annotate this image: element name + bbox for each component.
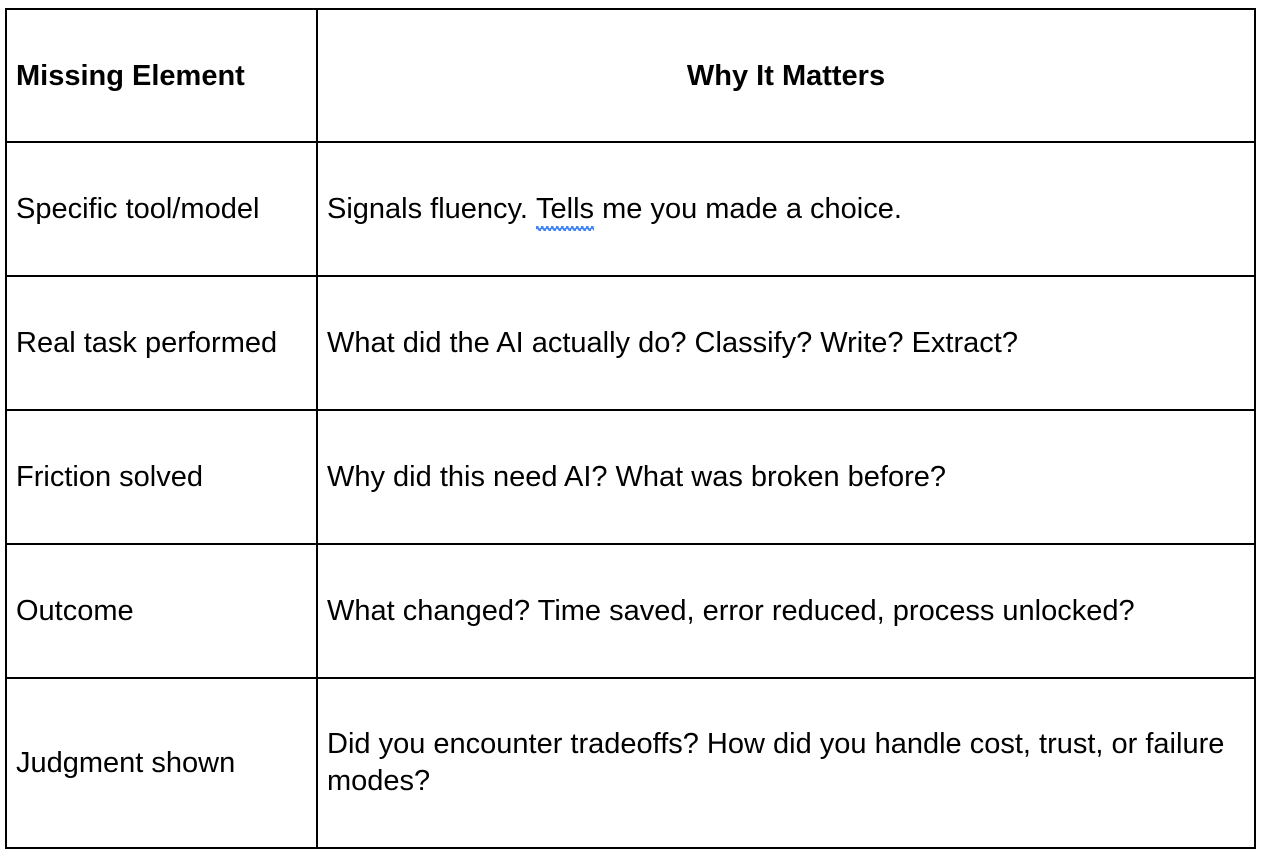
table-row: Outcome What changed? Time saved, error … (5, 543, 1256, 679)
missing-elements-table: Missing Element Why It Matters Specific … (5, 8, 1256, 849)
cell-missing-element: Specific tool/model (5, 141, 318, 277)
cell-why-it-matters: Did you encounter tradeoffs? How did you… (316, 677, 1256, 849)
cell-missing-element: Outcome (5, 543, 318, 679)
table-row: Specific tool/model Signals fluency. Tel… (5, 141, 1256, 277)
spellcheck-flagged-word[interactable]: Tells (536, 191, 595, 231)
cell-missing-element: Real task performed (5, 275, 318, 411)
table-row: Real task performed What did the AI actu… (5, 275, 1256, 411)
cell-why-it-matters: What did the AI actually do? Classify? W… (316, 275, 1256, 411)
table-header-row: Missing Element Why It Matters (5, 8, 1256, 143)
cell-why-it-matters: Signals fluency. Tells me you made a cho… (316, 141, 1256, 277)
column-header-missing-element: Missing Element (5, 8, 318, 143)
table-body: Specific tool/model Signals fluency. Tel… (5, 141, 1256, 849)
reason-text-after: me you made a choice. (594, 192, 902, 225)
column-header-why-it-matters: Why It Matters (316, 8, 1256, 143)
cell-why-it-matters: What changed? Time saved, error reduced,… (316, 543, 1256, 679)
cell-why-it-matters: Why did this need AI? What was broken be… (316, 409, 1256, 545)
cell-missing-element: Judgment shown (5, 677, 318, 849)
table-row: Friction solved Why did this need AI? Wh… (5, 409, 1256, 545)
reason-text-before: Signals fluency. (327, 192, 537, 225)
table-header: Missing Element Why It Matters (5, 8, 1256, 143)
table-row: Judgment shown Did you encounter tradeof… (5, 677, 1256, 849)
cell-missing-element: Friction solved (5, 409, 318, 545)
